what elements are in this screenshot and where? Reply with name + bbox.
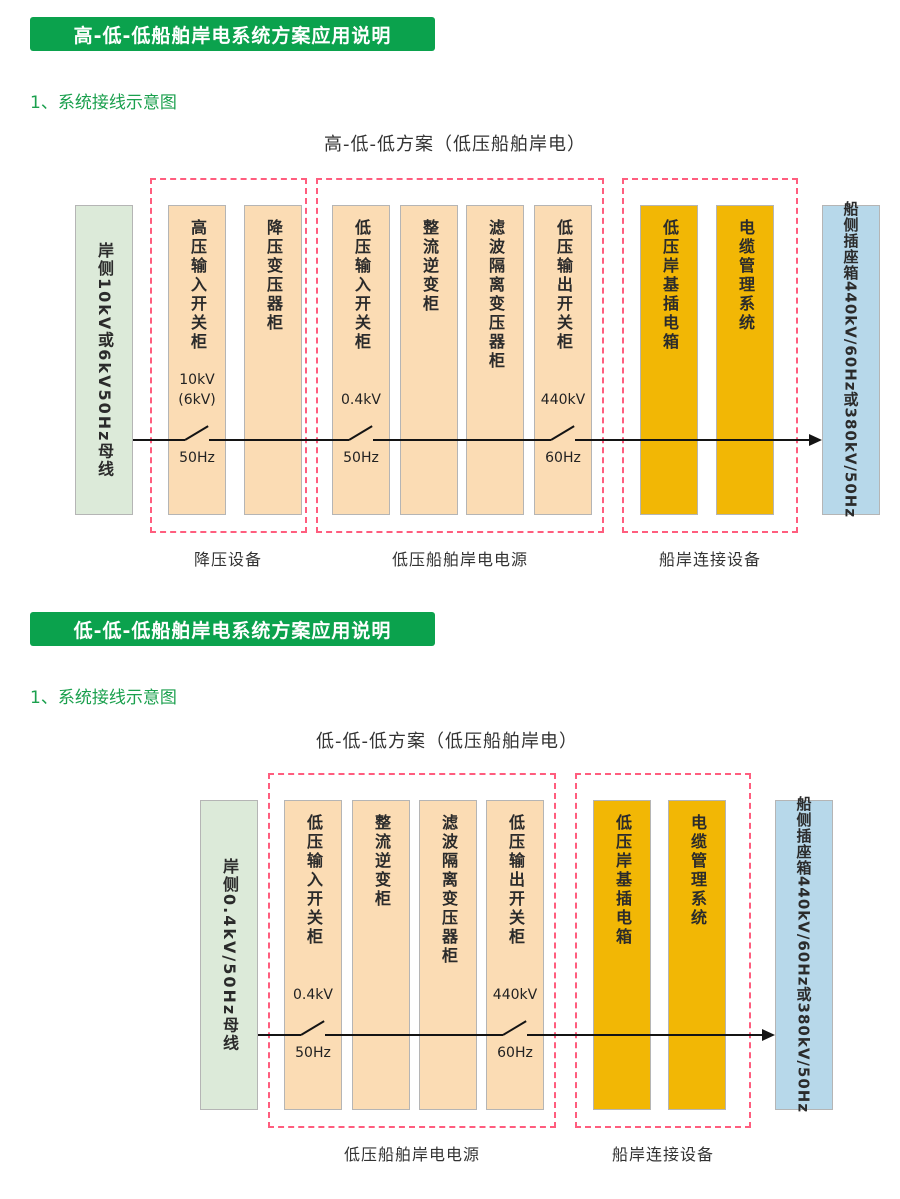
s2-switch1-gap	[301, 1032, 325, 1038]
s2-switch2-voltage-label: 440kV	[492, 987, 538, 1003]
s2-lv-output-label: 低压输出开关柜	[506, 814, 525, 947]
s1-lv-input-label: 低压输入开关柜	[352, 219, 371, 352]
s2-switch1-voltage-label: 0.4kV	[293, 987, 333, 1003]
section1-header-badge: 高-低-低船舶岸电系统方案应用说明	[30, 17, 435, 51]
s1-cable-management-box: 电缆管理系统	[716, 205, 774, 515]
s2-ship-socket-box: 船侧插座箱440kV/60Hz或380kV/50Hz	[775, 796, 833, 1114]
s2-filter-isolation-transformer-cabinet: 滤波隔离变压器柜	[419, 800, 477, 1110]
s1-shore-bus-label: 岸侧10kV或6kV50Hz母线	[95, 241, 114, 479]
s2-flow-arrowhead-icon	[762, 1029, 775, 1041]
s1-switch2-frequency-label: 50Hz	[343, 450, 379, 466]
s2-shore-plug-box: 低压岸基插电箱	[593, 800, 651, 1110]
s1-stepdown-group-caption: 降压设备	[193, 550, 262, 569]
s2-rectifier-inverter-cabinet: 整流逆变柜	[352, 800, 410, 1110]
s2-switch1-frequency-label: 50Hz	[295, 1045, 331, 1061]
s1-shore-bus-box: 岸侧10kV或6kV50Hz母线	[75, 205, 133, 515]
s2-lv-input-label: 低压输入开关柜	[304, 814, 323, 947]
s1-switch1-voltage-label: 10kV	[179, 372, 215, 388]
s1-flow-line	[133, 439, 809, 441]
s1-rectifier-inverter-cabinet: 整流逆变柜	[400, 205, 458, 515]
s1-stepdown-transformer-label: 降压变压器柜	[264, 219, 283, 333]
section2-step-title: 1、系统接线示意图	[30, 688, 177, 708]
s1-ship-socket-box: 船侧插座箱440kV/60Hz或380kV/50Hz	[822, 201, 880, 519]
s1-switch2-voltage-label: 0.4kV	[341, 392, 381, 408]
s1-shore-plug-label: 低压岸基插电箱	[660, 219, 679, 352]
s2-shore-plug-label: 低压岸基插电箱	[613, 814, 632, 947]
s2-lv-output-cabinet: 低压输出开关柜	[486, 800, 544, 1110]
s1-connect-group-frame	[622, 178, 798, 533]
s1-power-group-frame	[316, 178, 604, 533]
s2-cable-management-label: 电缆管理系统	[688, 814, 707, 928]
s1-ship-socket-label: 船侧插座箱440kV/60Hz或380kV/50Hz	[841, 201, 860, 519]
s1-shore-plug-box: 低压岸基插电箱	[640, 205, 698, 515]
s2-shore-bus-label: 岸侧0.4kV/50Hz母线	[220, 857, 239, 1053]
s2-shore-bus-box: 岸侧0.4kV/50Hz母线	[200, 800, 258, 1110]
s1-switch3-voltage-label: 440kV	[540, 392, 586, 408]
section1-header-text: 高-低-低船舶岸电系统方案应用说明	[73, 24, 392, 47]
s2-ship-socket-label: 船侧插座箱440kV/60Hz或380kV/50Hz	[794, 796, 813, 1114]
s2-power-group-frame	[268, 773, 556, 1128]
s2-switch2-frequency-label: 60Hz	[497, 1045, 533, 1061]
s1-switch2-gap	[349, 437, 373, 443]
s2-connect-group-frame	[575, 773, 751, 1128]
s1-stepdown-group-frame	[150, 178, 307, 533]
s2-lv-input-cabinet: 低压输入开关柜	[284, 800, 342, 1110]
s2-switch2-gap	[503, 1032, 527, 1038]
section1-step-title: 1、系统接线示意图	[30, 93, 177, 113]
s1-switch1-alt-voltage-label: (6kV)	[178, 392, 216, 408]
s1-switch1-gap	[185, 437, 209, 443]
section1-diagram-title: 高-低-低方案（低压船舶岸电）	[324, 134, 586, 155]
s1-switch1-frequency-label: 50Hz	[179, 450, 215, 466]
s1-lv-output-cabinet: 低压输出开关柜	[534, 205, 592, 515]
section2-diagram-title: 低-低-低方案（低压船舶岸电）	[316, 731, 578, 752]
section2-header-badge: 低-低-低船舶岸电系统方案应用说明	[30, 612, 435, 646]
s2-connect-group-caption: 船岸连接设备	[611, 1145, 714, 1164]
s1-switch3-frequency-label: 60Hz	[545, 450, 581, 466]
s1-stepdown-transformer-cabinet: 降压变压器柜	[244, 205, 302, 515]
s1-cable-management-label: 电缆管理系统	[736, 219, 755, 333]
section2-header-text: 低-低-低船舶岸电系统方案应用说明	[73, 619, 392, 642]
s1-flow-arrowhead-icon	[809, 434, 822, 446]
s2-rectifier-inverter-label: 整流逆变柜	[372, 814, 391, 909]
s1-lv-input-cabinet: 低压输入开关柜	[332, 205, 390, 515]
s1-hv-input-cabinet: 高压输入开关柜	[168, 205, 226, 515]
s1-switch3-gap	[551, 437, 575, 443]
s2-cable-management-box: 电缆管理系统	[668, 800, 726, 1110]
s1-filter-isolation-transformer-label: 滤波隔离变压器柜	[486, 219, 505, 371]
s1-connect-group-caption: 船岸连接设备	[658, 550, 761, 569]
s1-rectifier-inverter-label: 整流逆变柜	[420, 219, 439, 314]
s1-power-group-caption: 低压船舶岸电电源	[391, 550, 528, 569]
s2-filter-isolation-transformer-label: 滤波隔离变压器柜	[439, 814, 458, 966]
s1-hv-input-label: 高压输入开关柜	[188, 219, 207, 352]
s1-filter-isolation-transformer-cabinet: 滤波隔离变压器柜	[466, 205, 524, 515]
s1-lv-output-label: 低压输出开关柜	[554, 219, 573, 352]
s2-power-group-caption: 低压船舶岸电电源	[343, 1145, 480, 1164]
